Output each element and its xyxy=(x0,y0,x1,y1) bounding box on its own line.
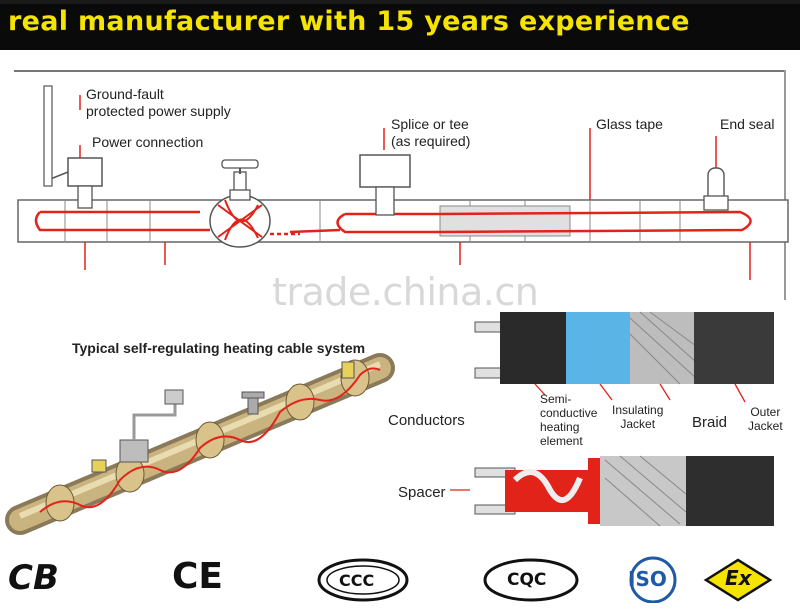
valve xyxy=(209,159,271,248)
cable-cutaway-top xyxy=(474,311,774,385)
label-glass-tape: Glass tape xyxy=(596,116,663,132)
banner-text: real manufacturer with 15 years experien… xyxy=(8,6,690,37)
label-braid: Braid xyxy=(692,414,728,431)
cert-logos xyxy=(317,556,773,603)
cert-ce: CE xyxy=(172,556,224,597)
label-splice: Splice or tee (as required) xyxy=(391,116,471,149)
label-semi: Semi- conductive heating element xyxy=(540,392,598,448)
cert-iso: ISO xyxy=(628,567,667,591)
cert-ex: Ex xyxy=(725,566,752,590)
system-title: Typical self-regulating heating cable sy… xyxy=(72,340,366,356)
label-spacer: Spacer xyxy=(398,484,446,501)
cert-ccc: CCC xyxy=(339,571,375,590)
heating-cable xyxy=(34,210,210,232)
label-outer: Outer Jacket xyxy=(748,405,783,433)
top-banner: real manufacturer with 15 years experien… xyxy=(0,0,800,50)
pipe xyxy=(17,199,789,243)
isometric-system xyxy=(5,353,395,535)
label-gfpps-text: Ground-fault protected power supply xyxy=(86,86,231,119)
diagram-frame-right xyxy=(784,70,786,300)
watermark: trade.china.cn xyxy=(272,270,539,314)
end-seal xyxy=(703,167,729,211)
banner-edge xyxy=(0,0,800,4)
label-power-connection: Power connection xyxy=(92,134,204,150)
label-conductors: Conductors xyxy=(388,412,465,429)
diagram-frame xyxy=(14,70,786,302)
label-insulating: Insulating Jacket xyxy=(612,403,664,431)
cable-cutaway-bottom xyxy=(474,455,774,527)
label-gfpps: Ground-fault protected power supply xyxy=(86,86,231,120)
label-end-seal: End seal xyxy=(720,116,775,132)
cert-cqc: CQC xyxy=(507,570,547,590)
splice-box xyxy=(359,154,411,216)
power-connection-box xyxy=(43,85,103,209)
cert-cb: CB xyxy=(8,558,59,598)
pipe-diagram xyxy=(17,85,789,280)
